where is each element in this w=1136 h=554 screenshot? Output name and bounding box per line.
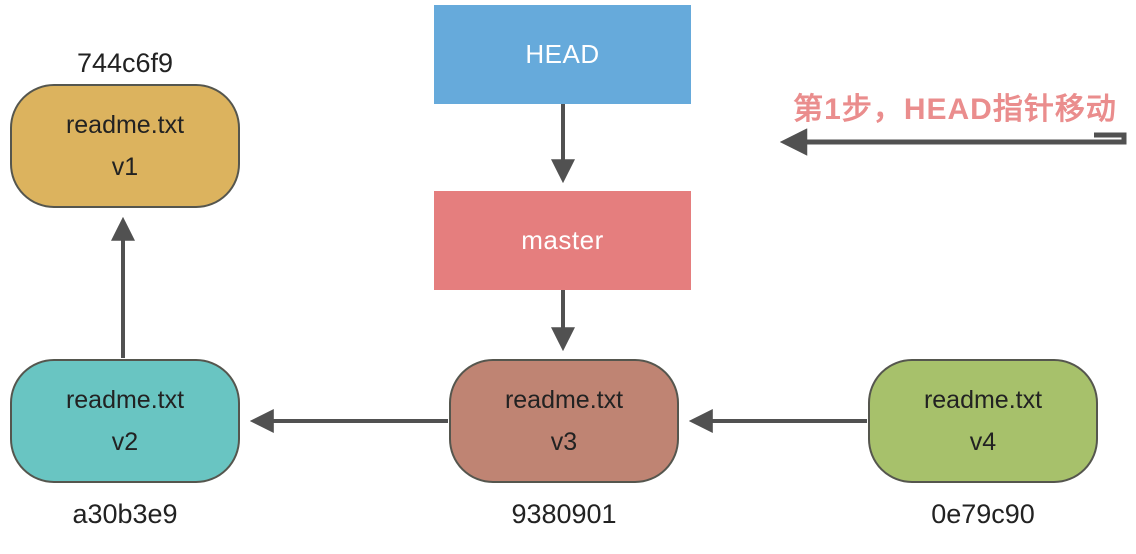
master-branch-label: master xyxy=(521,225,604,255)
commit-node-v4: readme.txt v4 xyxy=(868,359,1098,483)
commit-v4-file-label: readme.txt xyxy=(923,385,1043,414)
arrow-annotation-head-move xyxy=(779,128,1127,156)
commit-hash-744c6f9: 744c6f9 xyxy=(76,48,174,78)
commit-v3-file-label: readme.txt xyxy=(504,385,624,414)
master-branch-box: master xyxy=(434,191,691,290)
head-pointer-box: HEAD xyxy=(434,5,691,104)
commit-hash-9380901: 9380901 xyxy=(511,499,617,529)
commit-v1-file-label: readme.txt xyxy=(65,110,185,139)
commit-v2-version-label: v2 xyxy=(111,427,139,456)
commit-v1-version-label: v1 xyxy=(111,152,139,181)
commit-v2-file-label: readme.txt xyxy=(65,385,185,414)
commit-hash-a30b3e9: a30b3e9 xyxy=(72,499,178,529)
commit-node-v3: readme.txt v3 xyxy=(449,359,679,483)
step-annotation-text: 第1步，HEAD指针移动 xyxy=(793,93,1117,126)
commit-hash-0e79c90: 0e79c90 xyxy=(931,499,1035,529)
commit-node-v2: readme.txt v2 xyxy=(10,359,240,483)
head-pointer-label: HEAD xyxy=(525,39,600,69)
commit-v4-version-label: v4 xyxy=(969,427,997,456)
commit-v3-version-label: v3 xyxy=(550,427,578,456)
commit-node-v1: readme.txt v1 xyxy=(10,84,240,208)
